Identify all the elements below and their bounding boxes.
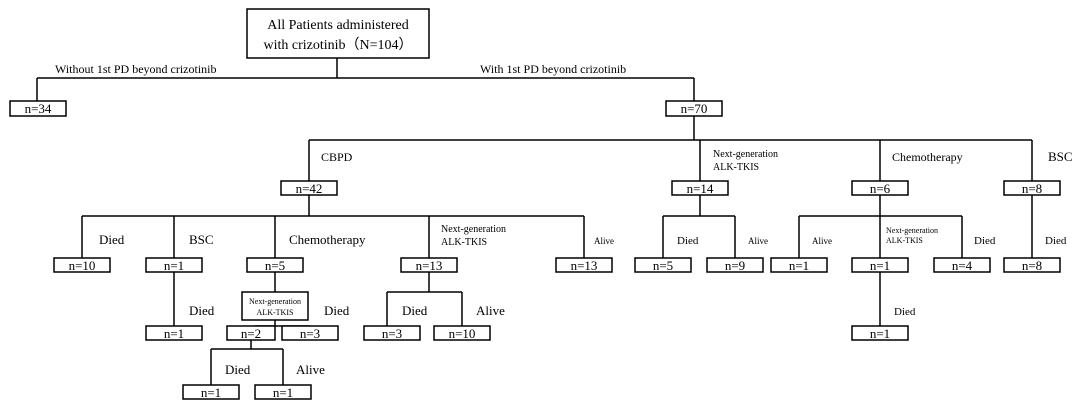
connector-lines: [36, 58, 1033, 385]
count-without-pd: n=34: [25, 101, 52, 116]
node-with-pd: n=70: [665, 100, 723, 117]
node-cbpd-bsc-died: n=1: [145, 325, 203, 341]
root-title-line1: All Patients administered: [267, 18, 409, 33]
node-ng-tki: n=14: [671, 180, 729, 196]
root-title-line2: with crizotinib（N=104）: [263, 37, 412, 53]
label-ng-tki-alive: Alive: [748, 236, 768, 246]
node-chemotherapy: n=6: [851, 180, 909, 196]
label-ng-tki-line2: ALK-TKIS: [713, 162, 759, 173]
count-cbpd-chemo-died: n=3: [300, 326, 320, 341]
label-cbpd-bsc-died: Died: [189, 303, 215, 318]
count-bsc-died: n=8: [1022, 258, 1042, 273]
count-cbpd-ng-tki: n=13: [416, 258, 443, 273]
node-cbpd-alive: n=13: [555, 257, 613, 273]
label-cbpd-chemotherapy: Chemotherapy: [289, 232, 366, 247]
count-cbpd-alive: n=13: [571, 258, 598, 273]
label-bsc-died: Died: [1045, 235, 1067, 247]
node-chemo-ng-tki: n=1: [851, 257, 909, 273]
node-cbpd-ng-tki-alive: n=10: [433, 325, 491, 341]
root-node: All Patients administered with crizotini…: [246, 8, 430, 59]
count-chemo-alive: n=1: [789, 258, 809, 273]
count-cbpd-ng-tki-alive: n=10: [449, 326, 476, 341]
count-cbpd-chemotherapy: n=5: [265, 258, 285, 273]
label-cbpd-chemo-ng-tki-line1: Next-generation: [249, 297, 301, 306]
label-cbpd-alive: Alive: [594, 236, 614, 246]
count-cbpd-bsc: n=1: [164, 258, 184, 273]
label-cbpd-chemo-died: Died: [324, 303, 350, 318]
node-chemo-died: n=4: [933, 257, 991, 273]
node-bsc: n=8: [1003, 180, 1061, 196]
branch-label-without-pd: Without 1st PD beyond crizotinib: [55, 62, 217, 76]
count-ng-tki-alive: n=9: [725, 258, 745, 273]
label-chemotherapy: Chemotherapy: [892, 150, 963, 164]
count-ng-tki: n=14: [687, 181, 714, 196]
root-box: [246, 8, 430, 59]
node-cbpd-chemo-ng-tki-label: Next-generation ALK-TKIS: [241, 291, 309, 321]
label-ng-tki-line1: Next-generation: [713, 149, 778, 160]
label-cbpd-ng-tki-alive: Alive: [476, 303, 505, 318]
node-ng-tki-alive: n=9: [706, 257, 764, 273]
branch-label-with-pd: With 1st PD beyond crizotinib: [480, 62, 626, 76]
node-bsc-died: n=8: [1003, 257, 1061, 273]
node-cbpd-ng-tki: n=13: [400, 257, 458, 273]
node-cbpd-chemo-ng-tki-alive: n=1: [254, 384, 312, 400]
count-cbpd-chemo-ng-tki-died: n=1: [201, 385, 221, 400]
node-cbpd-chemo-died: n=3: [281, 325, 339, 341]
label-cbpd: CBPD: [321, 150, 353, 164]
label-cbpd-died: Died: [99, 232, 125, 247]
count-chemotherapy: n=6: [870, 181, 891, 196]
node-cbpd-bsc: n=1: [145, 257, 203, 273]
node-ng-tki-died: n=5: [634, 257, 692, 273]
count-cbpd: n=42: [296, 181, 323, 196]
label-cbpd-chemo-ng-tki-alive: Alive: [296, 362, 325, 377]
label-cbpd-chemo-ng-tki-died: Died: [225, 362, 251, 377]
label-bsc: BSC: [1048, 149, 1073, 164]
node-cbpd: n=42: [280, 180, 338, 196]
node-cbpd-chemo-ng-tki-died: n=1: [182, 384, 240, 400]
node-cbpd-died: n=10: [53, 257, 111, 273]
count-chemo-died: n=4: [952, 258, 973, 273]
count-ng-tki-died: n=5: [653, 258, 673, 273]
count-bsc: n=8: [1022, 181, 1042, 196]
node-cbpd-ng-tki-died: n=3: [363, 325, 421, 341]
count-cbpd-ng-tki-died: n=3: [382, 326, 402, 341]
node-cbpd-chemotherapy: n=5: [246, 257, 304, 273]
label-cbpd-chemo-ng-tki-line2: ALK-TKIS: [257, 308, 294, 317]
label-ng-tki-died: Died: [677, 235, 699, 247]
label-chemo-ng-tki-line2: ALK-TKIS: [886, 236, 923, 245]
count-cbpd-chemo-ng-tki: n=2: [241, 326, 261, 341]
label-cbpd-ng-tki-line1: Next-generation: [441, 224, 506, 235]
label-cbpd-ng-tki-died: Died: [402, 303, 428, 318]
label-cbpd-ng-tki-line2: ALK-TKIS: [441, 237, 487, 248]
count-with-pd: n=70: [681, 101, 708, 116]
label-cbpd-bsc: BSC: [189, 232, 214, 247]
node-without-pd: n=34: [9, 100, 67, 117]
count-chemo-ng-tki-died: n=1: [870, 326, 890, 341]
node-chemo-ng-tki-died: n=1: [851, 325, 909, 341]
node-chemo-alive: n=1: [770, 257, 828, 273]
count-cbpd-died: n=10: [69, 258, 96, 273]
label-chemo-alive: Alive: [812, 236, 832, 246]
count-cbpd-bsc-died: n=1: [164, 326, 184, 341]
count-chemo-ng-tki: n=1: [870, 258, 890, 273]
node-cbpd-chemo-ng-tki: n=2: [226, 325, 276, 341]
label-chemo-ng-tki-line1: Next-generation: [886, 226, 938, 235]
count-cbpd-chemo-ng-tki-alive: n=1: [273, 385, 293, 400]
label-chemo-ng-tki-died: Died: [894, 306, 916, 318]
label-chemo-died: Died: [974, 235, 996, 247]
